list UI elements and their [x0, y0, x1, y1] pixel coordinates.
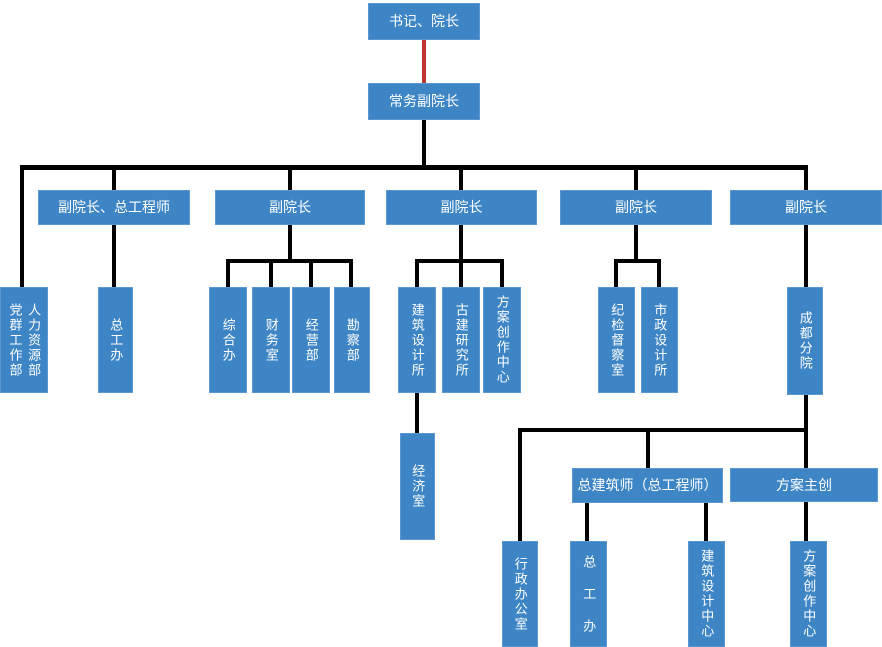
node-scheme-lead: 方案主创	[730, 468, 878, 502]
edge-vp5-chengdu	[804, 225, 808, 287]
node-finance-label: 财务室	[263, 317, 279, 363]
node-partymass-label: 党群工作部	[7, 302, 23, 378]
node-economy-label: 经济室	[410, 464, 426, 509]
node-municipal-design-label: 市政设计所	[652, 302, 668, 378]
edge-drop-vp4	[634, 170, 638, 190]
edge-drop-adminoffice	[518, 432, 522, 541]
node-chief-architect-label: 总建筑师（总工程师）	[577, 477, 718, 494]
edge-drop-vp2	[288, 170, 292, 190]
edge-chengdu-horizontal	[518, 428, 808, 432]
edge-drop-generaloffice	[226, 263, 230, 287]
node-discipline: 纪检督察室	[598, 287, 635, 393]
edge-drop-archdesigninst	[415, 263, 419, 287]
edge-drop-finance	[269, 263, 273, 287]
node-vp3: 副院长	[386, 190, 537, 225]
node-chief-eng-office2: 总 工 办	[570, 541, 607, 647]
edge-drop-discipline	[614, 263, 618, 287]
node-partymass-hr: 党群工作部 人力资源部	[0, 287, 48, 393]
node-finance: 财务室	[252, 287, 290, 393]
edge-drop-partymass	[20, 165, 24, 287]
node-vp-chief-eng-label: 副院长、总工程师	[58, 199, 170, 216]
edge-vp4-horizontal	[614, 259, 661, 263]
edge-drop-municipal	[657, 263, 661, 287]
node-discipline-label: 纪检督察室	[609, 302, 625, 378]
node-vp4-label: 副院长	[615, 199, 657, 216]
edge-archdesigninst-economy	[415, 393, 419, 433]
edge-schemelead-schemecenter2	[804, 502, 808, 541]
node-arch-design-inst-label: 建筑设计所	[409, 302, 425, 378]
node-scheme-center-label: 方案创作中心	[494, 295, 510, 385]
node-scheme-center2: 方案创作中心	[790, 541, 827, 647]
node-chief-architect: 总建筑师（总工程师）	[572, 468, 723, 503]
edge-vp1-chiefengoffice	[112, 225, 116, 287]
edge-drop-chiefarchitect	[646, 432, 650, 468]
node-vp-chief-eng: 副院长、总工程师	[38, 190, 190, 225]
node-vp5-label: 副院长	[785, 199, 827, 216]
node-admin-office: 行政办公室	[502, 541, 538, 647]
node-municipal-design: 市政设计所	[641, 287, 678, 393]
node-arch-design-center-label: 建筑设计中心	[699, 549, 715, 639]
node-chengdu-branch: 成都分院	[787, 287, 823, 395]
node-scheme-center2-label: 方案创作中心	[801, 549, 817, 639]
edge-root-execvice-red	[422, 40, 426, 83]
edge-vp2-trunk	[288, 225, 292, 263]
edge-chiefarchitect-archdesigncenter	[704, 503, 708, 541]
node-survey-label: 勘察部	[344, 317, 360, 363]
node-chief-eng-office: 总工办	[98, 287, 133, 393]
node-scheme-lead-label: 方案主创	[776, 476, 832, 493]
node-scheme-center: 方案创作中心	[483, 287, 521, 393]
node-survey: 勘察部	[334, 287, 370, 393]
node-vp2-label: 副院长	[269, 199, 311, 216]
node-vp5: 副院长	[730, 190, 882, 225]
edge-drop-vp5	[804, 170, 808, 190]
node-operations: 经营部	[292, 287, 330, 393]
node-hr-label: 人力资源部	[26, 302, 42, 378]
edge-drop-vp3	[459, 170, 463, 190]
node-exec-vice-label: 常务副院长	[389, 93, 459, 110]
edge-chengdu-trunk	[804, 395, 808, 432]
node-root-label: 书记、院长	[389, 13, 459, 30]
node-general-office-label: 综合办	[220, 317, 236, 363]
node-admin-office-label: 行政办公室	[512, 556, 528, 632]
edge-drop-schemelead	[804, 432, 808, 468]
node-root: 书记、院长	[368, 3, 480, 40]
edge-drop-operations	[309, 263, 313, 287]
edge-vp2-horizontal	[226, 259, 353, 263]
node-vp3-label: 副院长	[440, 199, 483, 216]
node-arch-design-inst: 建筑设计所	[398, 287, 436, 393]
node-vp4: 副院长	[560, 190, 712, 225]
node-chengdu-branch-label: 成都分院	[797, 311, 813, 371]
node-operations-label: 经营部	[303, 317, 319, 363]
edge-vp3-horizontal	[415, 259, 504, 263]
node-exec-vice: 常务副院长	[368, 83, 480, 120]
node-general-office: 综合办	[209, 287, 247, 393]
edge-execvice-trunk	[422, 120, 426, 165]
node-economy: 经济室	[400, 433, 435, 540]
edge-vp3-trunk	[459, 225, 463, 287]
node-ancient-research-label: 古建研究所	[453, 302, 469, 378]
node-chief-eng-office-label: 总工办	[108, 317, 124, 363]
edge-drop-vp1	[112, 170, 116, 190]
edge-drop-survey	[349, 263, 353, 287]
edge-chiefarchitect-chiefengoffice2	[585, 503, 589, 541]
edge-main-horizontal	[20, 165, 808, 170]
node-chief-eng-office2-label: 总 工 办	[581, 554, 597, 634]
edge-vp4-trunk	[634, 225, 638, 263]
node-vp2: 副院长	[215, 190, 365, 225]
node-ancient-research: 古建研究所	[442, 287, 480, 393]
edge-drop-schemecenter	[500, 263, 504, 287]
node-arch-design-center: 建筑设计中心	[688, 541, 725, 647]
